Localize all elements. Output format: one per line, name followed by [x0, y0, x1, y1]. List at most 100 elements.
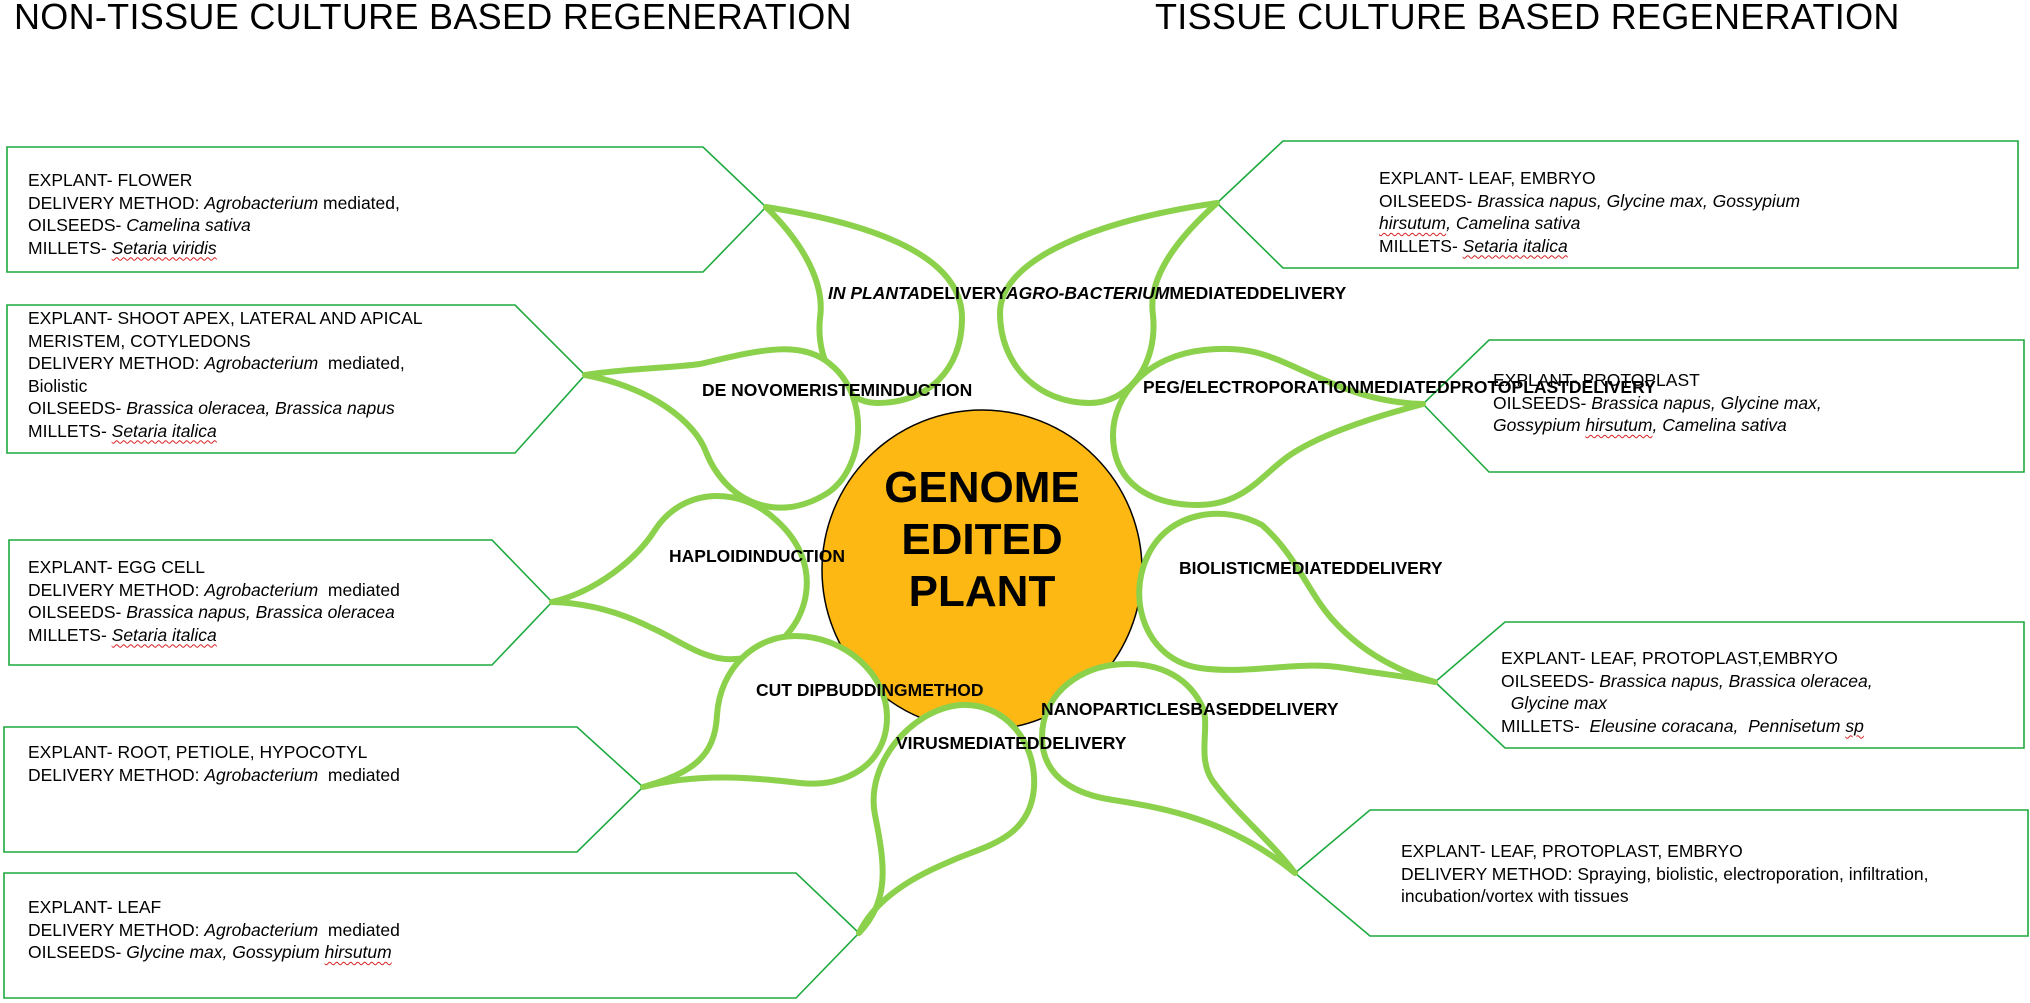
petal-label-agrobacterium: AGRO-BACTERIUMMEDIATEDDELIVERY — [1006, 282, 1346, 304]
petal-nanoparticles — [1039, 661, 1298, 876]
petal-in-planta — [763, 204, 965, 406]
petal-label-biolistic: BIOLISTICMEDIATEDDELIVERY — [1179, 557, 1443, 579]
petal-peg-line: MEDIATED — [1359, 377, 1450, 397]
box-de-novo — [6, 304, 587, 454]
petal-peg-line: DELIVERY — [1568, 377, 1656, 397]
petal-in-planta-line: IN PLANTA — [828, 283, 921, 303]
box-nanoparticles-line: incubation/vortex with tissues — [1401, 886, 1629, 906]
box-agrobacterium-line: MILLETS- Setaria italica — [1379, 235, 1568, 256]
box-agrobacterium-line: EXPLANT- LEAF, EMBRYO — [1379, 168, 1596, 188]
box-de-novo-line: Biolistic — [28, 375, 88, 396]
petal-peg — [1110, 345, 1426, 508]
petal-agrobacterium-line: BACTERIUM — [1064, 283, 1170, 303]
petal-biolistic-line: BIOLISTIC — [1179, 558, 1266, 578]
right-heading: TISSUE CULTURE BASED REGENERATION — [1155, 0, 1900, 37]
petal-nanoparticles-line: DELIVERY — [1251, 699, 1339, 719]
petal-label-cut-dip: CUT DIPBUDDINGMETHOD — [756, 679, 984, 701]
petal-de-novo — [582, 346, 861, 511]
box-haploid-line: EXPLANT- EGG CELL — [28, 557, 206, 577]
genome-edited-plant-label: GENOME EDITED PLANT — [884, 463, 1080, 616]
box-peg-line: Gossypium hirsutum, Camelina sativa — [1493, 415, 1787, 435]
petal-label-haploid: HAPLOIDINDUCTION — [669, 545, 845, 567]
petal-peg-line: PROTOPLAST — [1449, 377, 1569, 397]
box-de-novo-line: MERISTEM, COTYLEDONS — [28, 330, 251, 351]
box-nanoparticles — [1293, 809, 2029, 937]
petal-cut-dip-line: BUDDING — [826, 680, 908, 700]
box-biolistic-line: MILLETS- Eleusine coracana, Pennisetum s… — [1501, 715, 1864, 736]
petal-agrobacterium — [997, 200, 1220, 406]
box-haploid — [8, 539, 554, 666]
box-cut-dip-line: DELIVERY METHOD: Agrobacterium mediated — [28, 764, 400, 785]
box-biolistic-line: Glycine max — [1501, 693, 1607, 713]
box-in-planta-line: DELIVERY METHOD: Agrobacterium mediated, — [28, 192, 400, 213]
petal-nanoparticles-line: BASED — [1190, 699, 1252, 719]
petal-virus-line: VIRUS — [896, 733, 950, 753]
box-cut-dip-line: EXPLANT- ROOT, PETIOLE, HYPOCOTYL — [28, 742, 368, 762]
petal-haploid-line: HAPLOID — [669, 546, 748, 566]
box-biolistic-line: OILSEEDS- Brassica napus, Brassica olera… — [1501, 670, 1873, 691]
box-in-planta-line: OILSEEDS- Camelina sativa — [28, 215, 251, 235]
box-peg — [1421, 339, 2025, 473]
petal-virus-line: MEDIATED — [949, 733, 1040, 753]
petal-label-de-novo: DE NOVOMERISTEMINDUCTION — [702, 379, 972, 401]
box-de-novo-line: DELIVERY METHOD: Agrobacterium mediated, — [28, 353, 405, 373]
petal-agrobacterium-line: AGRO- — [1006, 283, 1065, 303]
left-heading: NON-TISSUE CULTURE BASED REGENERATION — [14, 0, 852, 37]
box-de-novo-line: OILSEEDS- Brassica oleracea, Brassica na… — [28, 398, 395, 418]
box-in-planta-line: EXPLANT- FLOWER — [28, 170, 193, 190]
petal-peg-line: PEG/ — [1143, 377, 1185, 397]
box-virus-line: OILSEEDS- Glycine max, Gossypium hirsutu… — [28, 942, 392, 962]
petal-haploid — [549, 492, 810, 663]
petal-cut-dip-line: METHOD — [907, 680, 984, 700]
box-in-planta — [6, 146, 768, 273]
box-agrobacterium-line: OILSEEDS- Brassica napus, Glycine max, G… — [1379, 190, 1801, 211]
petal-de-novo-line: DE NOVO — [702, 380, 783, 400]
petal-peg-line: ELECTROPORATION — [1184, 377, 1360, 397]
petal-label-virus: VIRUSMEDIATEDDELIVERY — [896, 732, 1126, 754]
box-haploid-line: MILLETS- Setaria italica — [28, 624, 217, 645]
petal-in-planta-line: DELIVERY — [920, 283, 1007, 303]
petal-label-nanoparticles: NANOPARTICLESBASEDDELIVERY — [1041, 698, 1339, 720]
box-virus-line: EXPLANT- LEAF — [28, 897, 162, 917]
box-nanoparticles-line: EXPLANT- LEAF, PROTOPLAST, EMBRYO — [1401, 841, 1743, 861]
petal-cut-dip — [640, 633, 890, 790]
petal-label-peg: PEG/ELECTROPORATIONMEDIATEDPROTOPLASTDEL… — [1143, 376, 1656, 398]
petal-nanoparticles-line: NANOPARTICLES — [1041, 699, 1191, 719]
box-haploid-line: DELIVERY METHOD: Agrobacterium mediated — [28, 579, 400, 600]
box-in-planta-line: MILLETS- Setaria viridis — [28, 237, 217, 258]
box-biolistic — [1433, 621, 2025, 749]
petal-agrobacterium-line: MEDIATED — [1169, 283, 1260, 303]
box-agrobacterium — [1215, 140, 2019, 269]
box-de-novo-line: EXPLANT- SHOOT APEX, LATERAL AND APICAL — [28, 308, 423, 328]
petal-biolistic — [1136, 510, 1438, 685]
petal-virus — [856, 701, 1038, 936]
box-biolistic-line: EXPLANT- LEAF, PROTOPLAST,EMBRYO — [1501, 648, 1838, 668]
box-peg-line: OILSEEDS- Brassica napus, Glycine max, — [1493, 392, 1822, 413]
box-de-novo-line: MILLETS- Setaria italica — [28, 420, 217, 441]
box-virus — [3, 872, 861, 999]
box-agrobacterium-line: hirsutum, Camelina sativa — [1379, 213, 1581, 233]
petal-biolistic-line: MEDIATED — [1265, 558, 1356, 578]
box-haploid-line: OILSEEDS- Brassica napus, Brassica olera… — [28, 602, 395, 622]
box-peg-line: EXPLANT- PROTOPLAST — [1493, 370, 1700, 390]
petal-de-novo-line: MERISTEM — [782, 380, 876, 400]
petal-label-in-planta: IN PLANTADELIVERY — [828, 282, 1007, 304]
petal-cut-dip-line: CUT DIP — [756, 680, 826, 700]
petal-agrobacterium-line: DELIVERY — [1259, 283, 1347, 303]
petal-virus-line: DELIVERY — [1039, 733, 1127, 753]
box-nanoparticles-line: DELIVERY METHOD: Spraying, biolistic, el… — [1401, 863, 1929, 884]
box-cut-dip — [3, 726, 645, 853]
petal-haploid-line: INDUCTION — [747, 546, 845, 566]
box-virus-line: DELIVERY METHOD: Agrobacterium mediated — [28, 919, 400, 940]
petal-de-novo-line: INDUCTION — [875, 380, 973, 400]
petal-biolistic-line: DELIVERY — [1355, 558, 1443, 578]
